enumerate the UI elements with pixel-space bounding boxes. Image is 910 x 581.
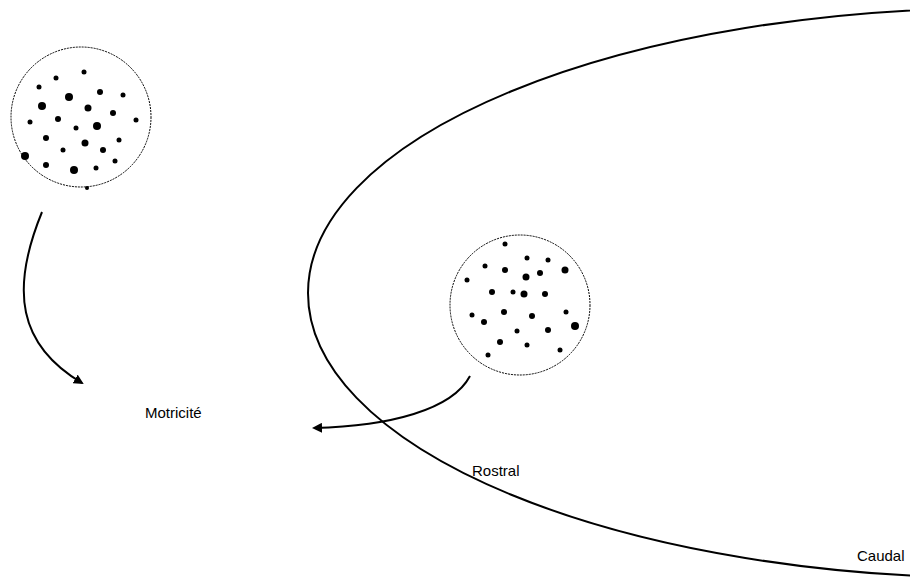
function-label: Motricité [145, 404, 202, 421]
region-label: Caudal [857, 547, 905, 564]
cell-cluster [450, 235, 590, 375]
cell-cluster [11, 47, 151, 190]
arrow [24, 212, 82, 383]
arrow [314, 376, 470, 428]
region-label: Rostral [472, 462, 520, 479]
brain-outline [308, 8, 910, 578]
